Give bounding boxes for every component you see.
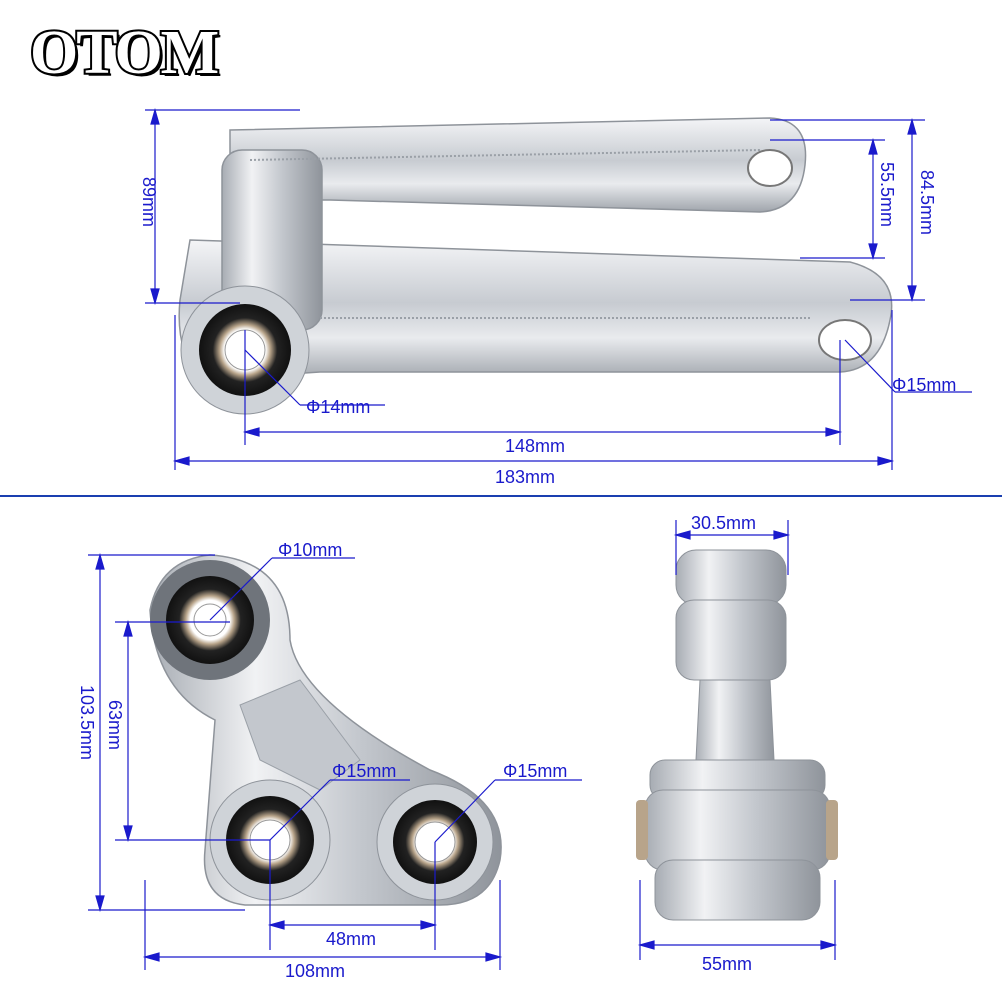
side-width-bottom-label: 55mm [702, 954, 753, 974]
top-bore-right-label: Φ15mm [892, 375, 957, 395]
side-view-image [636, 549, 838, 921]
side-width-top-label: 30.5mm [691, 513, 757, 533]
triangle-bore-top-label: Φ10mm [278, 540, 343, 560]
top-height-inner-label: 55.5mm [877, 162, 897, 228]
triangle-bore-mid-label: Φ15mm [332, 761, 397, 781]
triangle-bore-right-label: Φ15mm [503, 761, 568, 781]
triangle-width-overall-label: 108mm [285, 961, 346, 981]
triangle-dimension-lines [88, 552, 582, 970]
brand-logo: OTOM [28, 19, 221, 87]
top-center-distance-label: 148mm [505, 436, 566, 456]
triangle-height-center-label: 63mm [105, 700, 125, 751]
top-height-left-label: 89mm [139, 177, 159, 228]
side-dimension-lines [637, 520, 838, 960]
top-bore-left-label: Φ14mm [306, 397, 371, 417]
top-overall-length-label: 183mm [495, 467, 556, 487]
triangle-height-overall-label: 103.5mm [77, 685, 97, 761]
triangle-linkage-image [149, 554, 502, 906]
triangle-spacing-label: 48mm [326, 929, 377, 949]
top-dimension-lines [145, 107, 972, 470]
dogbone-link-image [178, 117, 893, 415]
top-height-right-label: 84.5mm [917, 170, 937, 236]
